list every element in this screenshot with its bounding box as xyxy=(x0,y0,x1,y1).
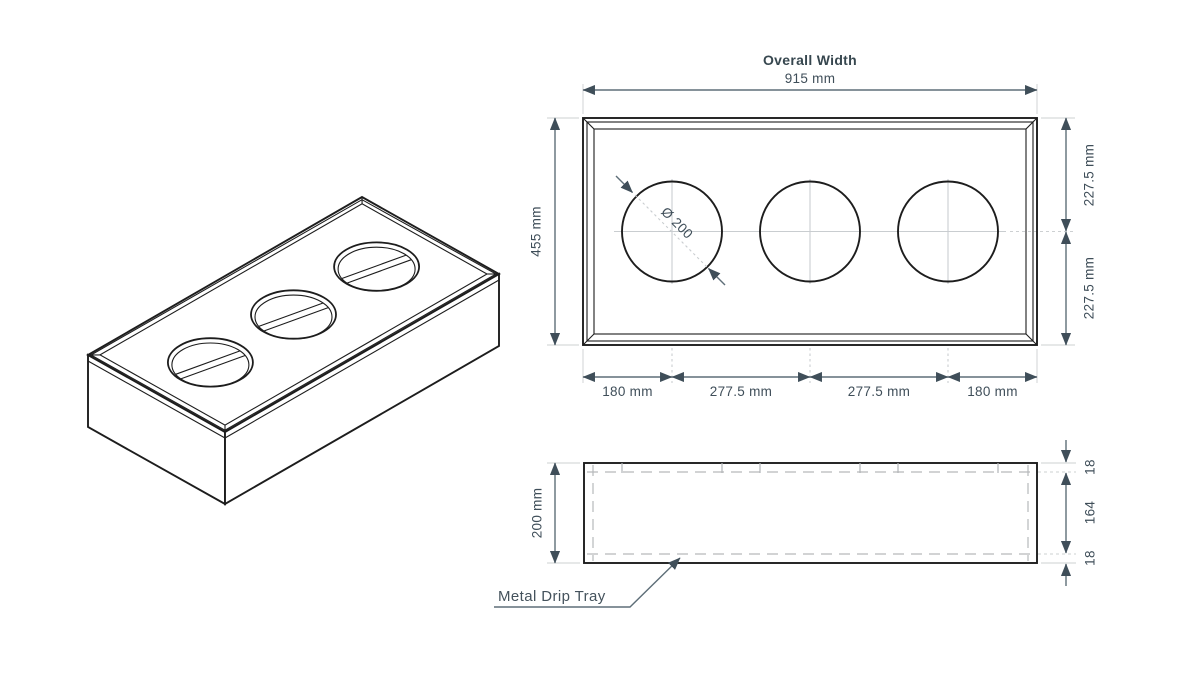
hole-inner-wall-line xyxy=(180,354,246,380)
plan-corner-bevel xyxy=(1025,333,1038,346)
bottom-dim-value-4: 180 mm xyxy=(967,384,1018,399)
bottom-dim-value-2: 277.5 mm xyxy=(710,384,772,399)
hole-inner-wall-line xyxy=(341,254,407,280)
bottom-dim-value-1: 180 mm xyxy=(602,384,653,399)
iso-left-face-edge-line xyxy=(87,360,226,439)
plan-height-value: 455 mm xyxy=(529,206,544,257)
overall-width-value: 915 mm xyxy=(785,71,836,86)
drip-tray-callout: Metal Drip Tray xyxy=(494,557,681,608)
side-right-dim-value-middle: 164 xyxy=(1083,501,1098,525)
plan-hole-1 xyxy=(621,180,723,283)
isometric-view xyxy=(86,195,501,506)
side-right-dim-value-top: 18 xyxy=(1083,459,1098,475)
overall-width-title: Overall Width xyxy=(763,52,857,68)
hole-inner-wall-line xyxy=(258,302,324,327)
plan-edge-double-line xyxy=(586,121,1034,342)
plan-height-dimension: 455 mm xyxy=(529,117,561,346)
plan-corner-bevel xyxy=(582,117,595,130)
plan-corner-bevel xyxy=(1025,117,1038,130)
iso-hole-3 xyxy=(333,241,421,292)
plan-right-dimensions: 227.5 mm 227.5 mm xyxy=(1060,117,1097,346)
plan-bottom-dimensions: 180 mm 277.5 mm 277.5 mm 180 mm xyxy=(582,371,1038,399)
drip-tray-leader-line xyxy=(494,557,681,608)
side-right-dim-value-bottom: 18 xyxy=(1083,550,1098,566)
plan-outer-rect xyxy=(582,117,1038,346)
hole-inner-wall-line xyxy=(175,350,241,375)
plan-hole-2 xyxy=(759,180,861,283)
plan-hole-3 xyxy=(897,180,999,283)
hole-diameter-label: Ø 200 xyxy=(658,204,696,242)
plan-right-dim-value-upper: 227.5 mm xyxy=(1082,144,1097,206)
drip-tray-label: Metal Drip Tray xyxy=(498,588,606,605)
diameter-dimension: Ø 200 xyxy=(615,175,726,286)
bottom-dim-value-3: 277.5 mm xyxy=(848,384,910,399)
diameter-dim-line xyxy=(634,194,708,268)
iso-hole-1 xyxy=(166,337,254,388)
side-view: 200 mm 18 164 18 Metal Drip Tray xyxy=(494,440,1098,608)
side-height-dimension: 200 mm xyxy=(530,462,561,564)
plan-rim-rect xyxy=(593,128,1027,335)
diameter-leader-arrow xyxy=(615,175,633,193)
side-outer-rect xyxy=(583,462,1038,564)
plan-view: Ø 200 Overall Width 915 mm 455 mm 227.5 … xyxy=(529,52,1097,399)
overall-width-dimension: Overall Width 915 mm xyxy=(582,52,1038,96)
hole-inner-edge xyxy=(337,246,416,292)
iso-hole-2 xyxy=(250,289,337,340)
hole-inner-wall-line xyxy=(263,307,329,332)
plan-right-dim-value-lower: 227.5 mm xyxy=(1082,257,1097,319)
hole-inner-edge xyxy=(171,342,250,388)
side-right-dimensions: 18 164 18 xyxy=(1060,440,1098,586)
plan-corner-bevel xyxy=(582,333,595,346)
side-height-value: 200 mm xyxy=(530,488,545,539)
iso-right-face-edge-line xyxy=(224,279,500,439)
hole-inner-wall-line xyxy=(346,259,412,284)
diameter-leader-arrow xyxy=(708,268,726,286)
hole-inner-edge xyxy=(254,294,333,340)
iso-right-face xyxy=(224,272,500,506)
